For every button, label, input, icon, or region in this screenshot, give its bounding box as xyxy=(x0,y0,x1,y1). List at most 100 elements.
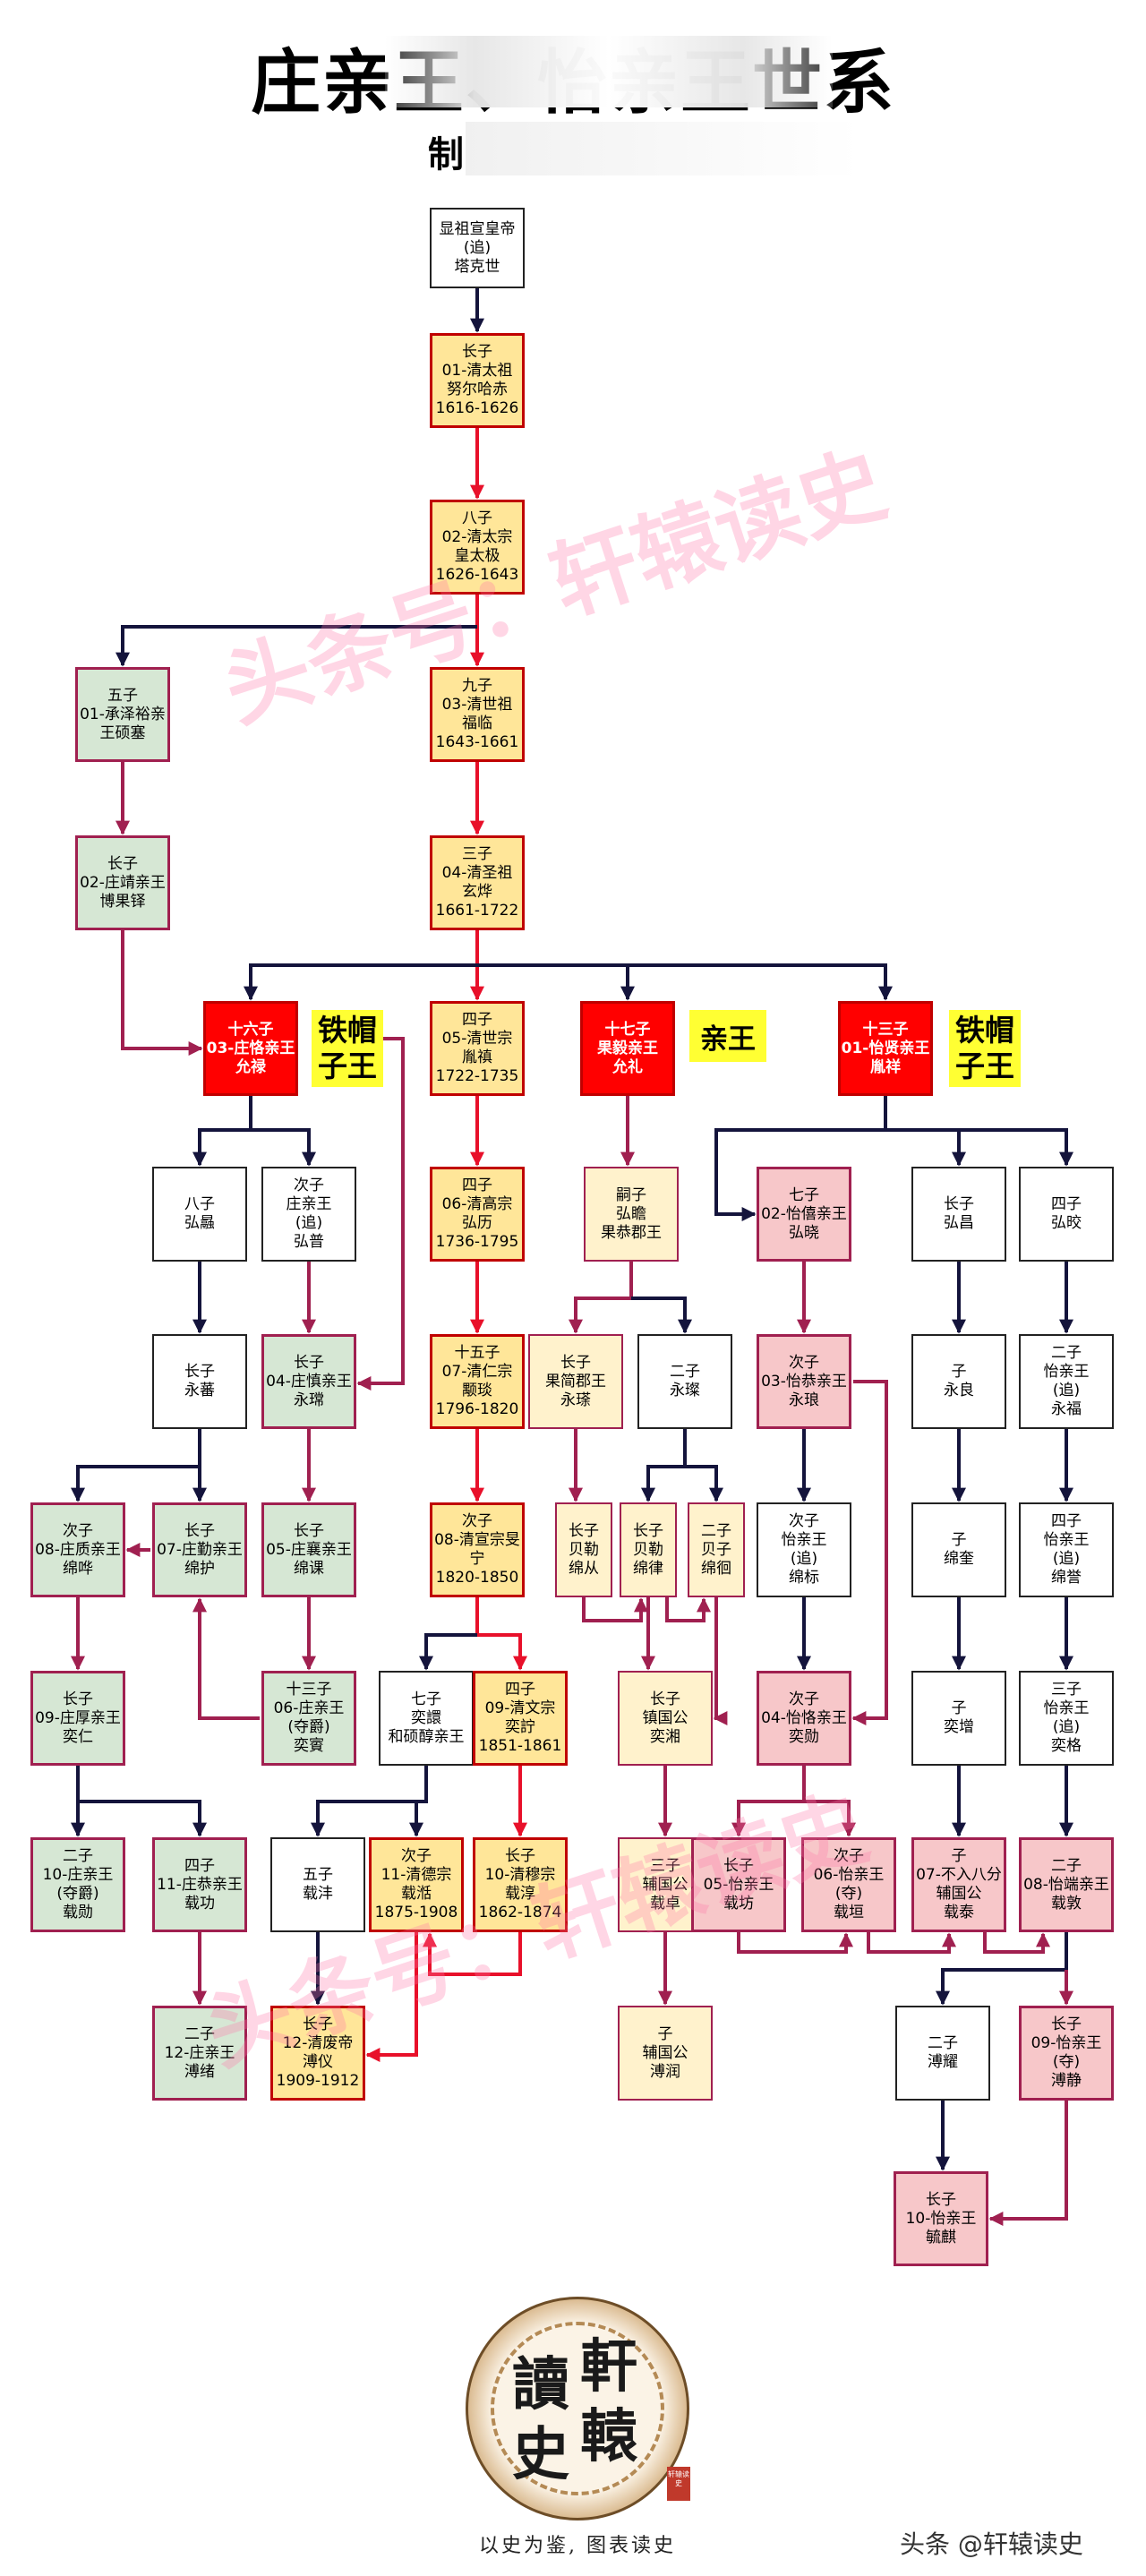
node-yunli: 十七子 果毅亲王 允礼 xyxy=(580,1001,675,1096)
node-mianlv: 长子 贝勒 绵律 xyxy=(620,1502,677,1597)
node-puyao: 二子 溥耀 xyxy=(895,2006,990,2101)
edge-yixuan-guangxu xyxy=(409,1800,426,1837)
node-zaifang: 长子 05-怡亲王 载坊 xyxy=(691,1837,786,1932)
node-zaitai: 子 07-不入八分 辅国公 载泰 xyxy=(911,1837,1006,1932)
edge-pujing-yuqi xyxy=(988,2101,1068,2226)
node-yiren: 长子 09-庄厚亲王 奕仁 xyxy=(30,1671,125,1766)
edge-yonglang-yixun xyxy=(851,1380,888,1725)
edge-hongtaiji-shuose xyxy=(115,625,477,667)
node-zaixun: 二子 10-庄亲王 (夺爵) 载勋 xyxy=(30,1837,125,1932)
node-shuose: 五子 01-承泽裕亲 王硕塞 xyxy=(75,667,170,762)
node-yige: 三子 怡亲王 (追) 奕格 xyxy=(1019,1671,1114,1766)
node-hongchang: 长子 弘昌 xyxy=(911,1167,1006,1262)
node-yongzheng: 四子 05-清世宗 胤禛 1722-1735 xyxy=(430,1001,525,1096)
node-yixuan: 七子 奕譞 和硕醇亲王 xyxy=(379,1671,474,1766)
node-hongjiao: 四子 弘晈 xyxy=(1019,1167,1114,1262)
edge-kangxi-yunxiang xyxy=(477,963,893,1001)
edge-miancong-mianlv xyxy=(582,1597,648,1622)
node-kangxi: 三子 04-清圣祖 玄烨 1661-1722 xyxy=(430,835,525,930)
edge-yishi-mianhu xyxy=(192,1597,260,1720)
edge-yixun-zaifang xyxy=(731,1766,806,1837)
node-qianlong: 四子 06-清高宗 弘历 1736-1795 xyxy=(430,1167,525,1262)
author-credit: 头条 @轩辕读史 xyxy=(900,2529,1083,2559)
node-purun: 子 辅国公 溥润 xyxy=(618,2006,713,2101)
edge-yixuan-zaifeng xyxy=(311,1766,428,1837)
title-mosaic xyxy=(385,36,833,107)
edge-zaifang-zaiyuan xyxy=(737,1932,853,1954)
edge-yunxiang-hongchang xyxy=(885,1128,966,1167)
node-yuqi: 长子 10-怡亲王 毓麒 xyxy=(894,2171,988,2266)
edge-mianjiong-yixiang xyxy=(713,1597,728,1725)
node-boguoduo: 长子 02-庄靖亲王 博果铎 xyxy=(75,835,170,930)
edge-yiren-zaigong xyxy=(76,1766,207,1837)
node-mianyu: 四子 怡亲王 (追) 绵誉 xyxy=(1019,1502,1114,1597)
node-guangxu: 次子 11-清德宗 载湉 1875-1908 xyxy=(369,1837,464,1932)
tiemaozi-tag-yi: 铁帽 子王 xyxy=(949,1010,1021,1087)
edge-yunxiang-hongxiao xyxy=(714,1096,887,1221)
node-yizeng: 子 奕增 xyxy=(911,1671,1006,1766)
edge-yunlu-yongchang xyxy=(356,1037,405,1391)
edge-yongfan-mianhua xyxy=(71,1429,201,1502)
edge-daoguang-yixuan xyxy=(419,1633,477,1671)
edge-mianlv-mianjiong xyxy=(665,1597,711,1622)
node-yongliang: 子 永良 xyxy=(911,1334,1006,1429)
edge-hongzhan-yongcan xyxy=(631,1297,692,1334)
node-yongcan: 二子 永璨 xyxy=(637,1334,732,1429)
node-hongzhan: 嗣子 弘瞻 果恭郡王 xyxy=(584,1167,679,1262)
node-hongchan: 八子 弘曧 xyxy=(152,1167,247,1262)
node-yonglang: 次子 03-怡恭亲王 永琅 xyxy=(757,1334,851,1429)
node-yongchang: 长子 04-庄慎亲王 永瑺 xyxy=(261,1334,356,1429)
node-mianhua: 次子 08-庄质亲王 绵哗 xyxy=(30,1502,125,1597)
seal-char: 讀 xyxy=(512,2351,569,2418)
node-hongxiao: 七子 02-怡僖亲王 弘晓 xyxy=(757,1167,851,1262)
node-zaiyuan: 次子 06-怡亲王 (夺) 载垣 xyxy=(801,1837,896,1932)
edge-tongzhi-guangxu xyxy=(423,1932,522,1976)
edge-yixun-zaiyuan xyxy=(804,1800,856,1837)
seal-stamp: 轩辕读史 xyxy=(667,2467,690,2501)
node-yishi: 十三子 06-庄亲王 (夺爵) 奕賨 xyxy=(261,1671,356,1766)
node-shunzhi: 九子 03-清世祖 福临 1643-1661 xyxy=(430,667,525,762)
edge-zaitai-zaidun xyxy=(983,1932,1050,1954)
edge-zaiyuan-zaitai xyxy=(867,1932,956,1954)
node-hongtaiji: 八子 02-清太宗 皇太极 1626-1643 xyxy=(430,500,525,595)
node-yongfan: 长子 永蕃 xyxy=(152,1334,247,1429)
seal-char: 軒 xyxy=(580,2333,637,2401)
edge-kangxi-yunli xyxy=(477,963,635,1001)
node-zaigong: 四子 11-庄恭亲王 载功 xyxy=(152,1837,247,1932)
edge-yongcan-mianjiong xyxy=(685,1465,723,1502)
node-mianbiao: 次子 怡亲王 (追) 绵标 xyxy=(757,1502,851,1597)
node-pujing: 长子 09-怡亲王 (夺) 溥静 xyxy=(1019,2006,1114,2101)
edge-zaidun-puyao xyxy=(936,1932,1068,2006)
page-subtitle: 制 xyxy=(428,134,464,175)
edge-yunxiang-hongjiao xyxy=(885,1128,1073,1167)
node-zaifeng: 五子 载沣 xyxy=(270,1837,365,1932)
edge-kangxi-yunlu xyxy=(244,963,477,1001)
node-nurhaci: 长子 01-清太祖 努尔哈赤 1616-1626 xyxy=(430,333,525,428)
seal-char: 轅 xyxy=(580,2403,637,2470)
node-mianjiong: 二子 贝子 绵徊 xyxy=(688,1502,745,1597)
node-puxu: 二子 12-庄亲王 溥绪 xyxy=(152,2006,247,2101)
node-miankui: 长子 05-庄襄亲王 绵课 xyxy=(261,1502,356,1597)
edge-yongcan-mianlv xyxy=(641,1429,687,1502)
node-yunlu: 十六子 03-庄恪亲王 允禄 xyxy=(203,1001,298,1096)
node-yunxiang: 十三子 01-怡贤亲王 胤祥 xyxy=(838,1001,933,1096)
node-miancong: 长子 贝勒 绵从 xyxy=(555,1502,612,1597)
node-taksi: 显祖宣皇帝 (追) 塔克世 xyxy=(430,208,525,288)
edge-boguoduo-yunlu xyxy=(121,930,203,1056)
slogan: 以史为鉴, 图表读史 xyxy=(479,2535,676,2557)
edge-hongzhan-yongxun xyxy=(569,1262,633,1334)
node-zaidun: 二子 08-怡端亲王 载敦 xyxy=(1019,1837,1114,1932)
qinwang-tag: 亲王 xyxy=(689,1010,766,1062)
subtitle-mosaic xyxy=(466,122,860,175)
node-jiaqing: 十五子 07-清仁宗 颙琰 1796-1820 xyxy=(430,1334,525,1429)
edge-yunlu-hongchan xyxy=(192,1096,252,1167)
seal-ring xyxy=(491,2322,664,2495)
node-xianfeng: 四子 09-清文宗 奕詝 1851-1861 xyxy=(473,1671,568,1766)
edge-guangxu-puyi xyxy=(365,1932,418,2062)
node-yongxun: 长子 果简郡王 永瑹 xyxy=(528,1334,623,1429)
node-yongfu: 二子 怡亲王 (追) 永福 xyxy=(1019,1334,1114,1429)
node-tongzhi: 长子 10-清穆宗 载淳 1862-1874 xyxy=(473,1837,568,1932)
seal-char: 史 xyxy=(512,2421,569,2488)
node-mianhu: 长子 07-庄勤亲王 绵护 xyxy=(152,1502,247,1597)
